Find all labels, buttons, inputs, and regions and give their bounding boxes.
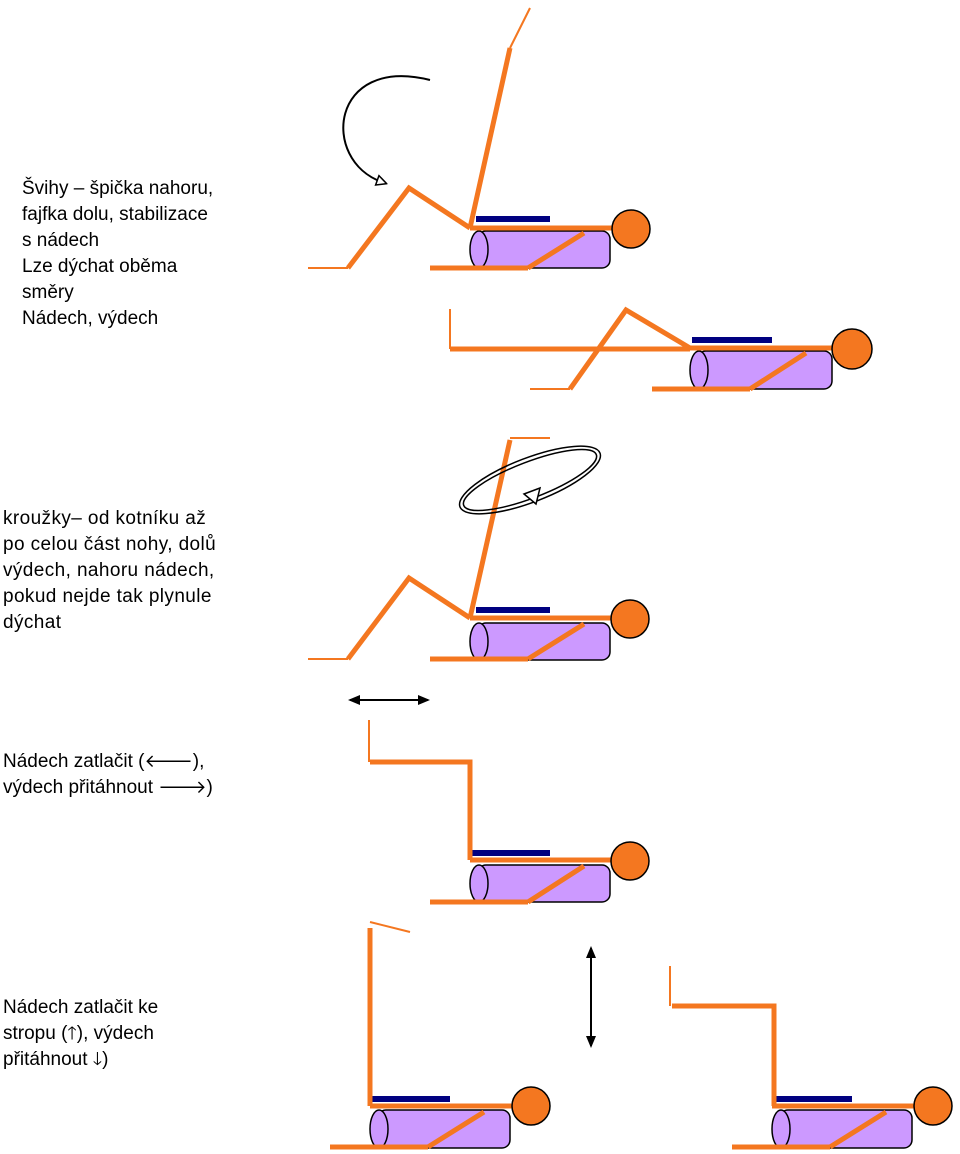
figure-swing-down [449, 306, 873, 392]
foam-roller-end [469, 864, 489, 903]
head [610, 841, 650, 881]
raised-leg [467, 47, 513, 229]
foam-roller [377, 1109, 511, 1149]
bent-leg [567, 306, 692, 391]
foot-line [369, 921, 411, 933]
caption-line: stropu (🡑), výdech [3, 1021, 158, 1047]
caption-line: přitáhnout 🡓) [3, 1047, 158, 1073]
raised-leg [467, 439, 513, 619]
head [831, 328, 873, 370]
pelvis-band [372, 1096, 450, 1102]
arm-line [426, 1109, 486, 1150]
head [511, 1086, 551, 1126]
pelvis-band [776, 1096, 852, 1102]
foam-roller [477, 864, 611, 903]
pelvis-band [476, 607, 550, 613]
arm-line [748, 350, 808, 392]
caption-push-vertical: Nádech zatlačit ke stropu (🡑), výdech př… [3, 995, 158, 1073]
caption-line: po celou část nohy, dolů [3, 534, 217, 555]
bent-leg [346, 574, 472, 661]
caption-line: Nádech, výdech [22, 308, 159, 329]
foam-roller-end [771, 1109, 791, 1149]
caption-line: Lze dýchat oběma [22, 256, 178, 277]
caption-circles: kroužky– od kotníku až po celou část noh… [3, 506, 216, 636]
caption-line: s nádech [22, 230, 100, 251]
caption-line: pokud nejde tak plynule [3, 586, 212, 607]
figure-circles [308, 437, 650, 662]
caption-line: dýchat [3, 612, 62, 633]
foam-roller [697, 350, 833, 390]
arm-line [828, 1109, 888, 1150]
figure-push-up [330, 921, 551, 1150]
foam-roller-end [469, 230, 489, 269]
arm-line [526, 621, 586, 662]
figure-pull-down [669, 966, 953, 1150]
figure-swing-up [308, 7, 651, 271]
caption-swings: Švihy – špička nahoru, fajfka dolu, stab… [22, 176, 213, 332]
curved-arrow-icon [342, 75, 431, 182]
pelvis-band [472, 850, 550, 856]
arrow-right-icon: 🡒 [158, 777, 207, 798]
bent-leg [672, 1003, 777, 1106]
arrow-up-icon: 🡑 [67, 1023, 77, 1044]
head [610, 599, 650, 639]
head [611, 209, 651, 249]
bent-leg [346, 184, 472, 270]
bent-leg [370, 759, 473, 860]
pelvis-band [476, 216, 550, 222]
caption-line: směry [22, 282, 74, 303]
circular-arrow-icon [458, 445, 602, 515]
foam-roller-end [689, 350, 709, 390]
caption-line: výdech přitáhnout 🡒) [3, 775, 213, 801]
foot-line [509, 7, 531, 49]
head [913, 1086, 953, 1126]
caption-line: kroužky– od kotníku až [3, 508, 207, 529]
foam-roller-end [469, 622, 489, 661]
pelvis-band [692, 337, 772, 343]
figure-push-horizontal [368, 720, 650, 905]
arrow-left-icon: 🡐 [144, 751, 193, 772]
caption-line: fajfka dolu, stabilizace [22, 204, 208, 225]
caption-line: Nádech zatlačit (🡐), [3, 749, 213, 775]
foam-roller [477, 230, 611, 269]
caption-push-horizontal: Nádech zatlačit (🡐), výdech přitáhnout 🡒… [3, 749, 213, 801]
arm-line [526, 230, 586, 271]
foam-roller [477, 622, 611, 661]
caption-line: výdech, nahoru nádech, [3, 560, 215, 581]
foam-roller-end [369, 1109, 389, 1149]
foam-roller [779, 1109, 913, 1149]
arrow-down-icon: 🡓 [92, 1049, 103, 1070]
caption-line: Švihy – špička nahoru, [22, 178, 214, 199]
caption-line: Nádech zatlačit ke [3, 997, 159, 1018]
arm-line [526, 863, 586, 905]
